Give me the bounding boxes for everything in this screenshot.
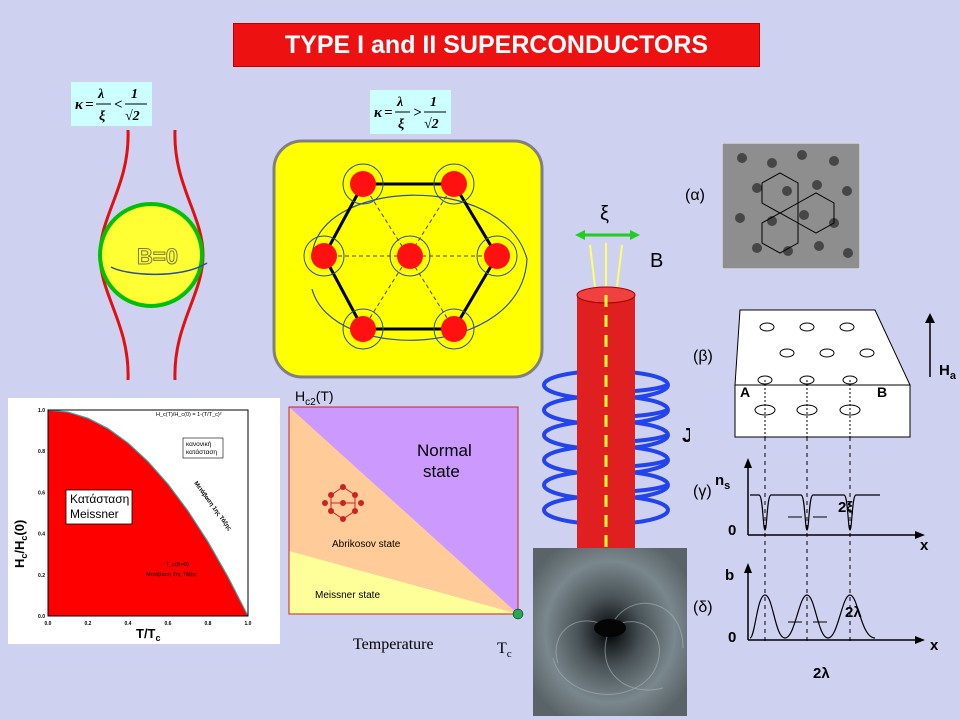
root-two: √2 xyxy=(424,117,439,132)
b-ylabel: b xyxy=(725,567,734,584)
phase-diagram: Hc2(T) Normal state Abrikosov state Meis… xyxy=(287,383,532,663)
vortex-core xyxy=(484,243,510,269)
abrikosov-label: Abrikosov state xyxy=(332,539,401,550)
ns-zero: 0 xyxy=(728,522,736,539)
ns-xlabel: x xyxy=(920,537,929,554)
ns-plot-label: (γ) xyxy=(693,483,712,500)
critical-field-curve xyxy=(47,409,249,617)
vortex-core xyxy=(441,316,467,342)
meissner-region xyxy=(289,551,518,614)
formula-type2: κ = λ ξ > 1 √2 xyxy=(370,90,451,134)
hc-xlabel: T/Tc xyxy=(136,626,161,643)
js-label: Js xyxy=(682,425,690,450)
normal-label-line1: Normal xyxy=(417,441,472,460)
meissner-label-box xyxy=(65,489,133,525)
kappa-symbol: κ xyxy=(374,105,383,121)
lambda-symbol: λ xyxy=(97,87,104,102)
page-title: TYPE I and II SUPERCONDUCTORS xyxy=(233,23,760,67)
mini-lattice xyxy=(322,484,364,522)
transition-label: Μετάβαση 1ης Τάξης xyxy=(192,481,232,532)
b-width-label: 2λ xyxy=(845,604,862,621)
relation-symbol: < xyxy=(114,97,123,113)
meissner-label-line1: Κατάσταση xyxy=(70,492,129,506)
b-zero: 0 xyxy=(728,629,736,646)
y-tick-label: 0.2 xyxy=(38,573,45,579)
b-plot-label: (δ) xyxy=(693,599,713,616)
normal-label-box xyxy=(182,437,224,459)
point-b-label: B xyxy=(877,384,887,400)
transition2-line1: T_c(B=0) xyxy=(166,562,189,568)
normal-label-line2: state xyxy=(423,462,460,481)
tc-label: Tc xyxy=(497,640,512,660)
lambda-symbol: λ xyxy=(396,95,403,110)
hc-ylabel: Hc/Hc(0) xyxy=(12,520,29,568)
xi-symbol: ξ xyxy=(99,109,106,124)
meissner-area xyxy=(48,410,248,616)
x-tick-label: 0.4 xyxy=(125,621,132,627)
y-tick-label: 0.0 xyxy=(38,614,45,620)
tc-point xyxy=(512,608,524,620)
micrograph-image xyxy=(722,143,860,269)
slab-label: (β) xyxy=(693,348,713,365)
point-a-label: A xyxy=(740,384,750,400)
chart-frame xyxy=(47,409,249,617)
guide-lines xyxy=(764,437,851,642)
b-zero-label: B=0 xyxy=(137,244,178,269)
ns-plot: 0 ns 2ξ x xyxy=(715,458,929,554)
x-tick-label: 0.2 xyxy=(85,621,92,627)
vortex-core xyxy=(311,243,337,269)
type1-diagram: B=0 xyxy=(98,129,208,381)
meissner-label-line2: Meissner xyxy=(70,507,119,521)
relation-symbol: > xyxy=(413,105,422,121)
meissner-label: Meissner state xyxy=(315,590,380,601)
vortex-core xyxy=(350,316,376,342)
superconducting-sphere xyxy=(98,202,204,308)
field-label: Ha xyxy=(939,362,957,382)
normal-label-line2: κατάσταση xyxy=(186,448,217,456)
temperature-label: Temperature xyxy=(353,636,434,653)
y-tick-label: 0.6 xyxy=(38,490,45,496)
whirlpool-photo xyxy=(533,548,687,716)
abrikosov-region xyxy=(289,407,518,614)
numerator-one: 1 xyxy=(430,95,437,110)
vortex-cylinder: ξ B Js xyxy=(542,203,690,550)
b-bottom-label: 2λ xyxy=(813,665,830,682)
xi-symbol: ξ xyxy=(398,117,405,132)
slab-front xyxy=(734,384,911,438)
svg-text:=: = xyxy=(85,97,94,113)
transition2-line2: Μετάβαση 2ης Τάξης xyxy=(146,571,197,578)
vortex-slab: A B Ha xyxy=(734,309,957,438)
micrograph-label: (α) xyxy=(685,187,705,204)
b-xlabel: x xyxy=(930,637,939,654)
slab-top xyxy=(734,309,911,386)
current-arc xyxy=(110,262,208,276)
vortex-core xyxy=(350,171,376,197)
b-plot: 0 b 2λ x 2λ xyxy=(725,563,939,682)
x-tick-label: 1.0 xyxy=(245,621,252,627)
ns-ylabel: ns xyxy=(715,472,730,492)
vortex-core xyxy=(397,243,423,269)
x-tick-label: 0.8 xyxy=(205,621,212,627)
normal-label-line1: κανονική xyxy=(186,441,212,448)
y-tick-label: 0.8 xyxy=(38,449,45,455)
formula-label: H_c(T)/H_c(0) = 1-(T/T_c)² xyxy=(156,412,222,418)
xi-label: ξ xyxy=(600,203,609,225)
y-tick-label: 0.4 xyxy=(38,532,45,538)
formula-type1: κ = λ ξ < 1 √2 xyxy=(71,82,152,126)
root-two: √2 xyxy=(125,109,140,124)
kappa-symbol: κ xyxy=(75,97,84,113)
x-tick-label: 0.6 xyxy=(165,621,172,627)
abrikosov-lattice xyxy=(272,139,544,379)
svg-text:=: = xyxy=(384,105,393,121)
hc2-label: Hc2(T) xyxy=(295,388,334,408)
critical-field-chart: 0.0 0.2 0.4 0.6 0.8 1.0 0.0 0.2 0.4 0.6 0.8 1.0 Κατ… xyxy=(12,408,252,643)
vortex-core xyxy=(441,171,467,197)
y-tick-label: 1.0 xyxy=(38,408,45,414)
ns-width-label: 2ξ xyxy=(838,499,853,516)
numerator-one: 1 xyxy=(131,87,138,102)
x-tick-label: 0.0 xyxy=(45,621,52,627)
b-field-label: B xyxy=(650,250,663,272)
